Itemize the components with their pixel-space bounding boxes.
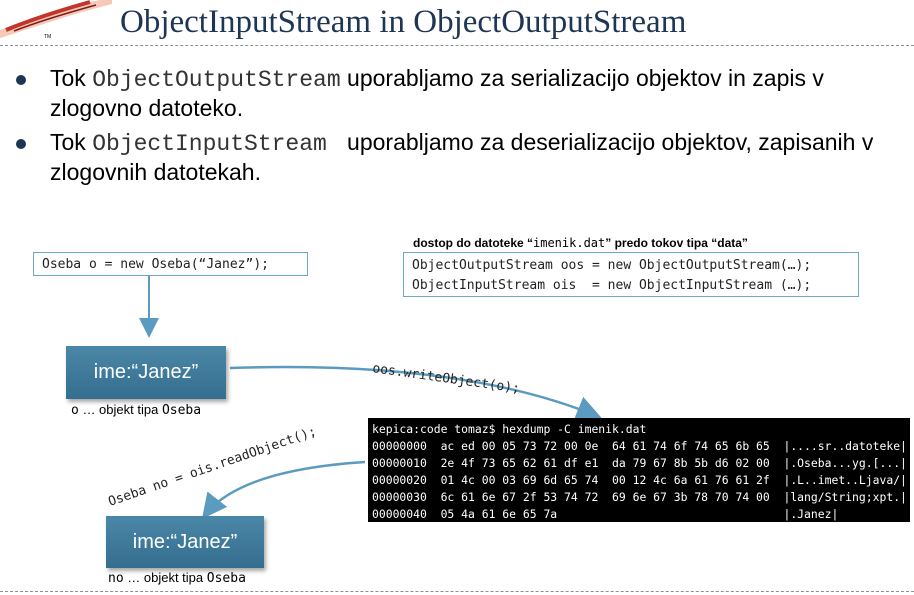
footer-divider <box>0 591 914 592</box>
object-box-original: ime:“Janez” <box>66 346 226 399</box>
create-object-code: Oseba o = new Oseba(“Janez”); <box>33 252 308 276</box>
object-label-original: o … objekt tipa Oseba <box>71 402 202 418</box>
bullet-input-stream: Tok ObjectInputStream uporabljamo za des… <box>16 128 896 186</box>
hexdump-terminal: kepica:code tomaz$ hexdump -C imenik.dat… <box>368 418 910 522</box>
output-stream-line: ObjectOutputStream oos = new ObjectOutpu… <box>412 258 812 273</box>
write-arrow <box>229 365 602 421</box>
hexdump-row: 00000040 05 4a 61 6e 65 7a |.Janez| <box>372 507 839 521</box>
page-title: ObjectInputStream in ObjectOutputStream <box>120 4 687 40</box>
bullet-dot-icon <box>16 139 26 149</box>
object-label-deserialized: no … objekt tipa Oseba <box>108 570 246 586</box>
terminal-command: kepica:code tomaz$ hexdump -C imenik.dat <box>372 422 647 436</box>
object-box-deserialized: ime:“Janez” <box>106 516 264 568</box>
bullet-dot-icon <box>16 75 26 85</box>
stream-code-box: ObjectOutputStream oos = new ObjectOutpu… <box>403 252 859 297</box>
title-divider <box>0 45 914 46</box>
stream-caption: dostop do datoteke “imenik.dat” predo to… <box>413 236 748 250</box>
hexdump-row: 00000010 2e 4f 73 65 62 61 df e1 da 79 6… <box>372 456 907 470</box>
read-call-label: Oseba no = ois.readObject(); <box>106 424 318 510</box>
svg-text:TM: TM <box>44 34 51 40</box>
logo-icon: TM <box>0 0 112 40</box>
hexdump-row: 00000000 ac ed 00 05 73 72 00 0e 64 61 7… <box>372 439 907 453</box>
read-arrow <box>201 460 366 519</box>
bullet-output-stream: Tok ObjectOutputStream uporabljamo za se… <box>16 64 896 122</box>
hexdump-row: 00000020 01 4c 00 03 69 6d 65 74 00 12 4… <box>372 473 907 487</box>
hexdump-row: 00000030 6c 61 6e 67 2f 53 74 72 69 6e 6… <box>372 490 907 504</box>
input-stream-line: ObjectInputStream ois = new ObjectInputS… <box>412 278 812 293</box>
write-call-label: oos.writeObject(o); <box>371 361 520 397</box>
